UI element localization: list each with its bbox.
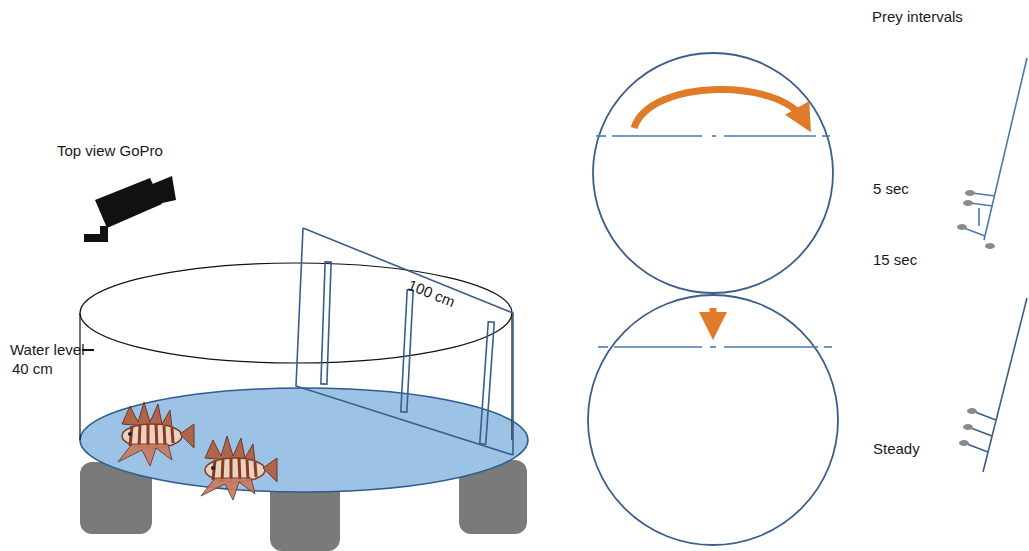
- lionfish: [118, 402, 194, 466]
- prey-rod-intervals: [957, 58, 1027, 249]
- lionfish: [201, 436, 277, 500]
- camera-label: Top view GoPro: [57, 142, 163, 160]
- top-view-steady: [588, 295, 838, 545]
- water-level-label: Water level: [10, 341, 84, 359]
- condition-label: Steady: [873, 440, 920, 458]
- interval-label: 15 sec: [873, 251, 917, 269]
- camera-icon: [84, 176, 176, 242]
- top-view-moving: [593, 53, 833, 293]
- glass-divider: [296, 228, 513, 455]
- tank: [80, 263, 528, 492]
- section-label: Prey intervals: [872, 8, 963, 26]
- dimension-label: 40 cm: [12, 360, 53, 378]
- prey-rod-steady: [959, 298, 1027, 472]
- interval-label: 5 sec: [873, 180, 909, 198]
